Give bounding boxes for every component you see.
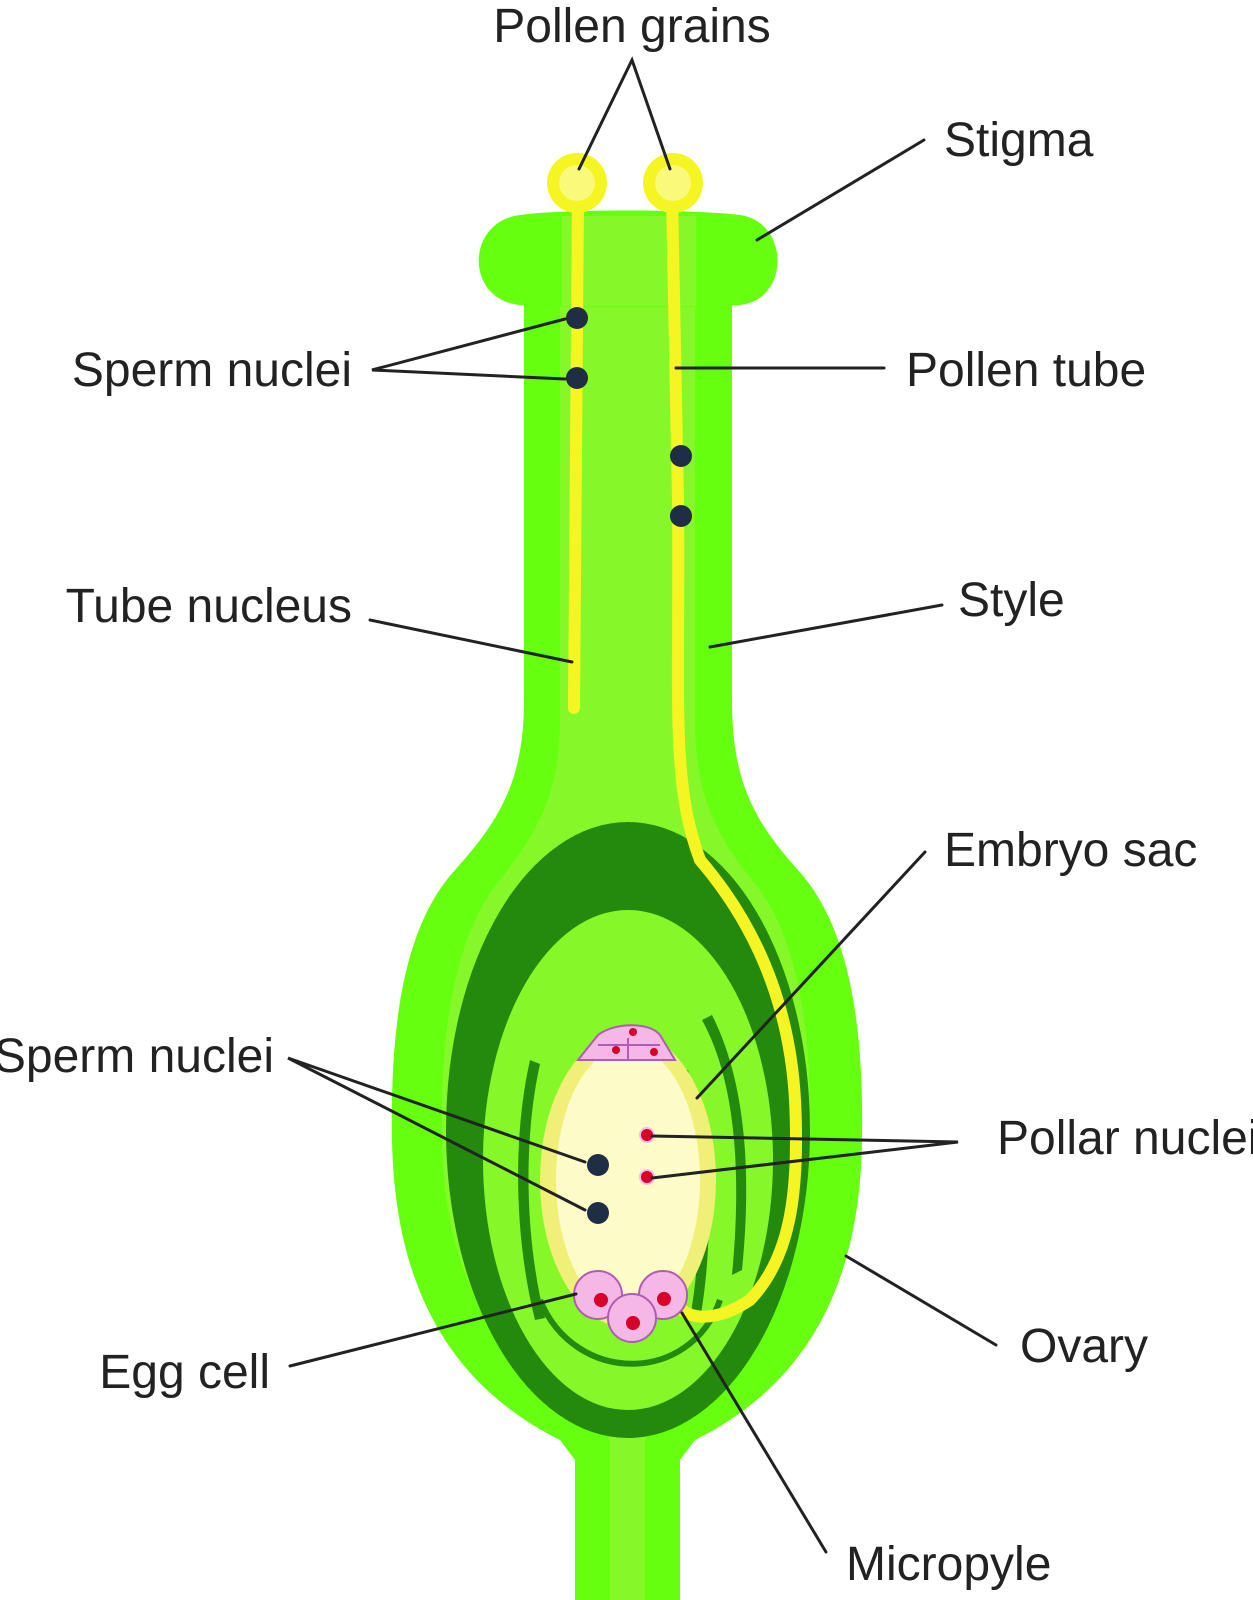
- sperm-nucleus: [587, 1154, 609, 1176]
- leader-tube-nucleus: [368, 618, 574, 664]
- pollen-grains: [547, 153, 703, 213]
- nucellus-arc: [537, 1298, 723, 1367]
- antipodal-nucleus: [650, 1048, 658, 1056]
- pollen-grain-right-highlight: [655, 165, 691, 201]
- label-egg-cell: Egg cell: [99, 1346, 270, 1399]
- leader-pollar-nuclei: [650, 1134, 959, 1180]
- label-sperm-nuclei-top: Sperm nuclei: [72, 344, 352, 397]
- sperm-nuclei: [566, 307, 692, 1224]
- leader-sperm-nuclei-bottom: [287, 1056, 587, 1212]
- leader-stigma: [755, 138, 926, 242]
- antipodal-nucleus: [612, 1046, 620, 1054]
- egg-nucleus: [626, 1316, 640, 1330]
- label-pollar-nuclei: Pollar nuclei: [997, 1112, 1253, 1165]
- integument-left-inner: [518, 1060, 545, 1320]
- sperm-nucleus: [587, 1202, 609, 1224]
- label-stigma: Stigma: [944, 114, 1094, 167]
- embryo-sac: [540, 1032, 716, 1328]
- sperm-nucleus: [670, 445, 692, 467]
- label-pollen-tube: Pollen tube: [906, 344, 1146, 397]
- label-pollen-grains: Pollen grains: [493, 0, 771, 53]
- label-embryo-sac: Embryo sac: [944, 824, 1197, 877]
- sperm-nucleus: [566, 367, 588, 389]
- pollen-tube-left: [568, 190, 584, 714]
- sperm-nucleus: [670, 505, 692, 527]
- egg-apparatus: [573, 1270, 688, 1343]
- leader-pollen-grains: [577, 56, 672, 171]
- integument-left-outer: [462, 1000, 500, 1272]
- leader-egg-cell: [288, 1292, 578, 1368]
- embryo-sac-fill: [556, 1046, 700, 1314]
- antipodal-nucleus: [629, 1028, 637, 1036]
- leader-style: [708, 603, 944, 649]
- label-style: Style: [958, 574, 1065, 627]
- label-sperm-nuclei-bottom: Sperm nuclei: [0, 1030, 274, 1083]
- antipodal-cells: [575, 1024, 677, 1061]
- egg-nucleus: [657, 1292, 671, 1306]
- sperm-nucleus: [566, 307, 588, 329]
- pollen-grain-left-highlight: [559, 165, 595, 201]
- leader-sperm-nuclei-top: [371, 317, 567, 381]
- leader-micropyle: [680, 1311, 828, 1554]
- label-micropyle: Micropyle: [846, 1538, 1051, 1591]
- label-tube-nucleus: Tube nucleus: [66, 580, 352, 633]
- leader-lines: [287, 56, 998, 1554]
- egg-nucleus: [594, 1293, 608, 1307]
- leader-ovary: [844, 1254, 998, 1347]
- label-ovary: Ovary: [1020, 1320, 1148, 1373]
- leader-embryo-sac: [695, 850, 927, 1100]
